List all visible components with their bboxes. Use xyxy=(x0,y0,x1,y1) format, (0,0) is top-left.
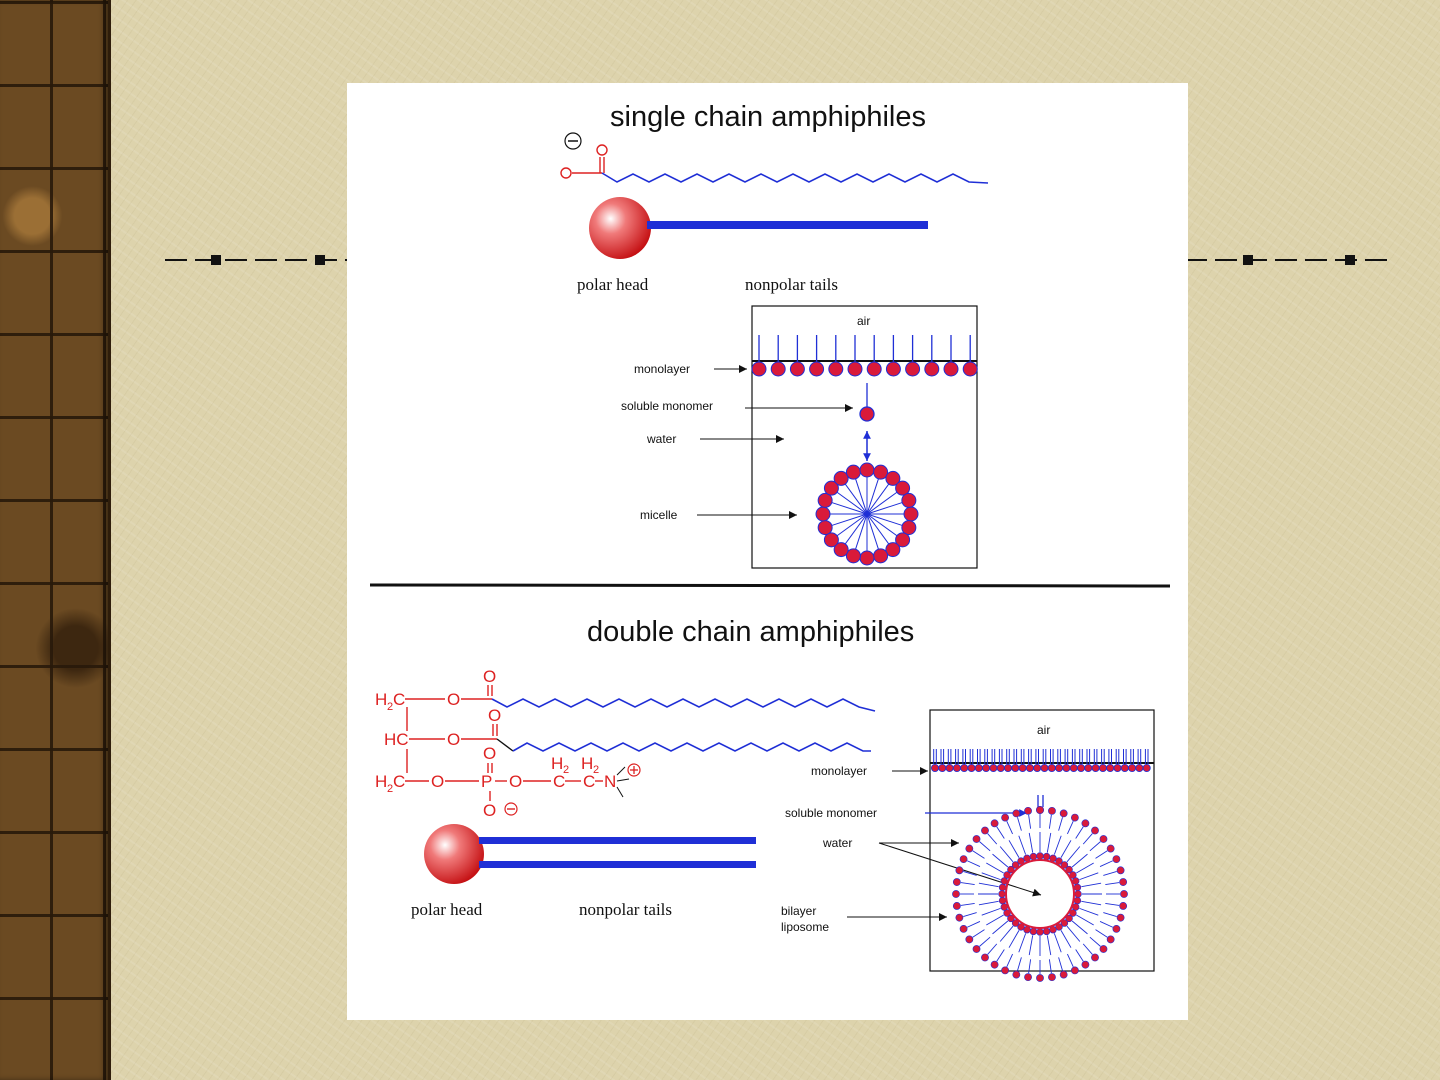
svg-text:O: O xyxy=(488,706,501,725)
single-soluble-monomer-label: soluble monomer xyxy=(621,399,713,413)
double-polar-head-label: polar head xyxy=(411,900,483,919)
double-nonpolar-tails-label: nonpolar tails xyxy=(579,900,672,919)
svg-text:C: C xyxy=(553,772,565,791)
double-bilayer-label: bilayer xyxy=(781,904,816,918)
single-water-label: water xyxy=(646,432,676,446)
svg-text:P: P xyxy=(481,772,492,791)
carboxylate-group xyxy=(560,132,608,179)
svg-text:HC: HC xyxy=(384,730,409,749)
svg-text:O: O xyxy=(509,772,522,791)
svg-text:O: O xyxy=(483,801,496,820)
svg-text:2: 2 xyxy=(593,764,599,776)
double-bilayer-box xyxy=(929,709,1155,972)
double-carbon-chain-1 xyxy=(491,698,876,712)
double-monolayer-heads xyxy=(931,749,1151,773)
svg-text:H: H xyxy=(375,690,387,709)
double-carbon-chain-2 xyxy=(512,742,871,752)
single-chain-title: single chain amphiphiles xyxy=(610,101,926,133)
double-liposome-label: liposome xyxy=(781,920,829,934)
double-soluble-monomer-label: soluble monomer xyxy=(785,806,877,820)
svg-text:H: H xyxy=(581,754,593,773)
svg-text:O: O xyxy=(447,690,460,709)
double-monolayer-label: monolayer xyxy=(811,764,867,778)
svg-text:O: O xyxy=(431,772,444,791)
decorative-sidebar xyxy=(0,0,111,1080)
single-monolayer-label: monolayer xyxy=(634,362,690,376)
double-chain-title: double chain amphiphiles xyxy=(587,616,914,648)
svg-text:C: C xyxy=(583,772,595,791)
svg-text:O: O xyxy=(447,730,460,749)
single-nonpolar-tail-bar xyxy=(647,221,928,229)
single-monolayer-heads xyxy=(751,335,978,377)
svg-text:2: 2 xyxy=(387,701,393,713)
single-polar-head-label: polar head xyxy=(577,275,649,294)
svg-text:H: H xyxy=(375,772,387,791)
section-separator xyxy=(369,583,1171,588)
double-air-label: air xyxy=(1037,723,1050,737)
svg-text:2: 2 xyxy=(563,764,569,776)
liposome xyxy=(952,806,1128,982)
svg-text:2: 2 xyxy=(387,783,393,795)
svg-text:O: O xyxy=(483,744,496,763)
single-carbon-chain xyxy=(601,172,989,184)
svg-text:N: N xyxy=(604,772,616,791)
amphiphile-figure: single chain amphiphiles polar head nonp… xyxy=(347,83,1188,1020)
double-nonpolar-tail-bar-1 xyxy=(479,837,756,844)
double-nonpolar-tail-bar-2 xyxy=(479,861,756,868)
single-monolayer-box xyxy=(751,305,978,569)
single-air-label: air xyxy=(857,314,870,328)
single-nonpolar-tails-label: nonpolar tails xyxy=(745,275,838,294)
single-polar-head-ball xyxy=(589,197,651,259)
single-micelle-label: micelle xyxy=(640,508,678,522)
double-polar-head-ball xyxy=(424,824,484,884)
single-soluble-monomer xyxy=(859,406,875,422)
svg-text:C: C xyxy=(393,772,405,791)
micelle xyxy=(815,462,919,566)
double-water-label: water xyxy=(822,836,852,850)
svg-text:H: H xyxy=(551,754,563,773)
svg-text:C: C xyxy=(393,690,405,709)
svg-text:O: O xyxy=(483,667,496,686)
